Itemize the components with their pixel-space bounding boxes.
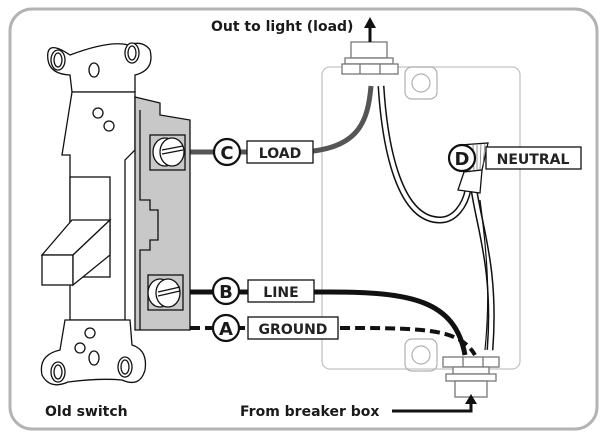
box-screw-bottom bbox=[404, 338, 438, 372]
cable-clamp-bottom bbox=[442, 356, 500, 398]
callout-b: B LINE bbox=[211, 276, 315, 306]
line-wire bbox=[178, 289, 468, 356]
callout-d: D NEUTRAL bbox=[447, 143, 582, 173]
callout-b-letter: B bbox=[219, 282, 233, 303]
arrow-up-icon bbox=[364, 17, 376, 42]
cable-clamp-top bbox=[341, 41, 399, 75]
callout-b-label: LINE bbox=[263, 285, 298, 301]
callout-a-label: GROUND bbox=[259, 322, 328, 338]
old-switch bbox=[40, 42, 191, 386]
callout-d-label: NEUTRAL bbox=[497, 152, 570, 168]
neutral-wires bbox=[377, 85, 495, 351]
callout-d-letter: D bbox=[455, 149, 470, 170]
callout-c: C LOAD bbox=[212, 137, 314, 167]
old-switch-caption: Old switch bbox=[45, 404, 128, 420]
electrical-box bbox=[321, 66, 521, 372]
terminal-screw-c bbox=[149, 134, 186, 171]
out-to-light-caption: Out to light (load) bbox=[211, 19, 353, 35]
from-breaker-caption: From breaker box bbox=[240, 404, 379, 420]
callout-a-letter: A bbox=[219, 319, 233, 340]
ground-wire bbox=[175, 326, 477, 357]
box-screw-top bbox=[404, 66, 438, 100]
diagram-frame bbox=[8, 7, 599, 431]
terminal-screw-b bbox=[147, 274, 184, 311]
callout-a: A GROUND bbox=[211, 313, 339, 343]
callout-c-letter: C bbox=[220, 143, 233, 164]
callout-c-label: LOAD bbox=[259, 146, 301, 162]
arrow-from-breaker-icon bbox=[392, 394, 477, 413]
